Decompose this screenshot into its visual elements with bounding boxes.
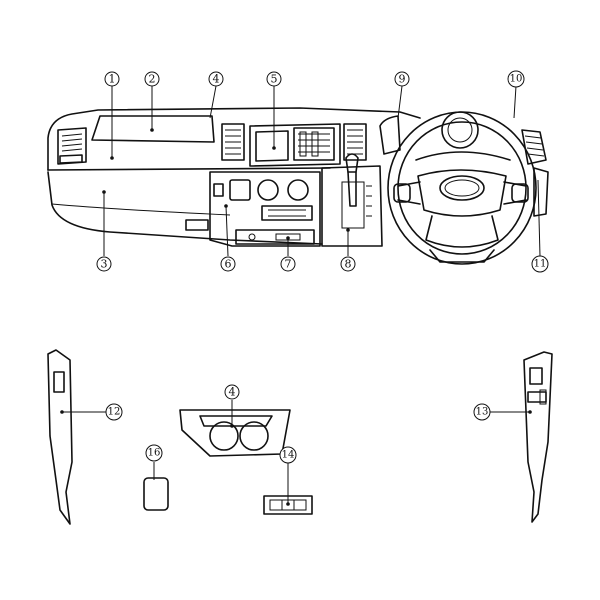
callout-4: 4: [208, 71, 224, 87]
callout-11: 11: [531, 255, 549, 273]
svg-text:9: 9: [399, 73, 406, 86]
center-left-air-vent: [221, 123, 245, 161]
callout-5: 5: [266, 71, 282, 87]
svg-text:5: 5: [271, 73, 278, 86]
callout-2: 2: [144, 71, 160, 87]
svg-text:11: 11: [534, 259, 547, 270]
callout-1: 1: [104, 71, 120, 87]
center-right-air-vent: [343, 123, 367, 161]
callout-12: 12: [105, 403, 123, 421]
svg-text:16: 16: [148, 448, 161, 459]
callout-13: 13: [473, 403, 491, 421]
center-lower-panel: [209, 171, 321, 247]
svg-text:8: 8: [345, 258, 352, 271]
svg-text:2: 2: [149, 73, 156, 86]
switch-bezel: [263, 495, 313, 515]
leader-lines: [62, 85, 541, 504]
center-cluster-bezel: [249, 123, 341, 167]
callout-6: 6: [220, 256, 236, 272]
cup-holder-panel: [179, 409, 291, 457]
right-air-vent: [521, 129, 547, 165]
left-air-vent: [57, 127, 87, 165]
svg-text:4: 4: [229, 386, 236, 399]
steering-wheel: [387, 111, 537, 265]
right-door-switch-panel: [523, 351, 553, 523]
svg-text:12: 12: [108, 407, 121, 418]
svg-text:6: 6: [225, 258, 232, 271]
svg-text:1: 1: [109, 73, 116, 86]
svg-text:14: 14: [282, 450, 295, 461]
svg-text:10: 10: [510, 74, 523, 85]
svg-text:3: 3: [101, 258, 108, 271]
dashboard-assembly: [47, 107, 549, 265]
callout-7: 7: [280, 256, 296, 272]
left-door-switch-panel: [47, 349, 73, 525]
callout-16: 16: [145, 444, 163, 462]
callout-9: 9: [394, 71, 410, 87]
small-cover-panel: [143, 477, 169, 511]
callout-4-lower: 4: [224, 384, 240, 400]
leader-dots: [60, 128, 532, 506]
callout-10: 10: [507, 70, 525, 88]
gear-shift-console: [321, 153, 383, 247]
callout-8: 8: [340, 256, 356, 272]
svg-text:13: 13: [476, 407, 489, 418]
svg-text:4: 4: [213, 73, 220, 86]
callout-14: 14: [279, 446, 297, 464]
callout-3: 3: [96, 256, 112, 272]
svg-text:7: 7: [285, 258, 292, 271]
